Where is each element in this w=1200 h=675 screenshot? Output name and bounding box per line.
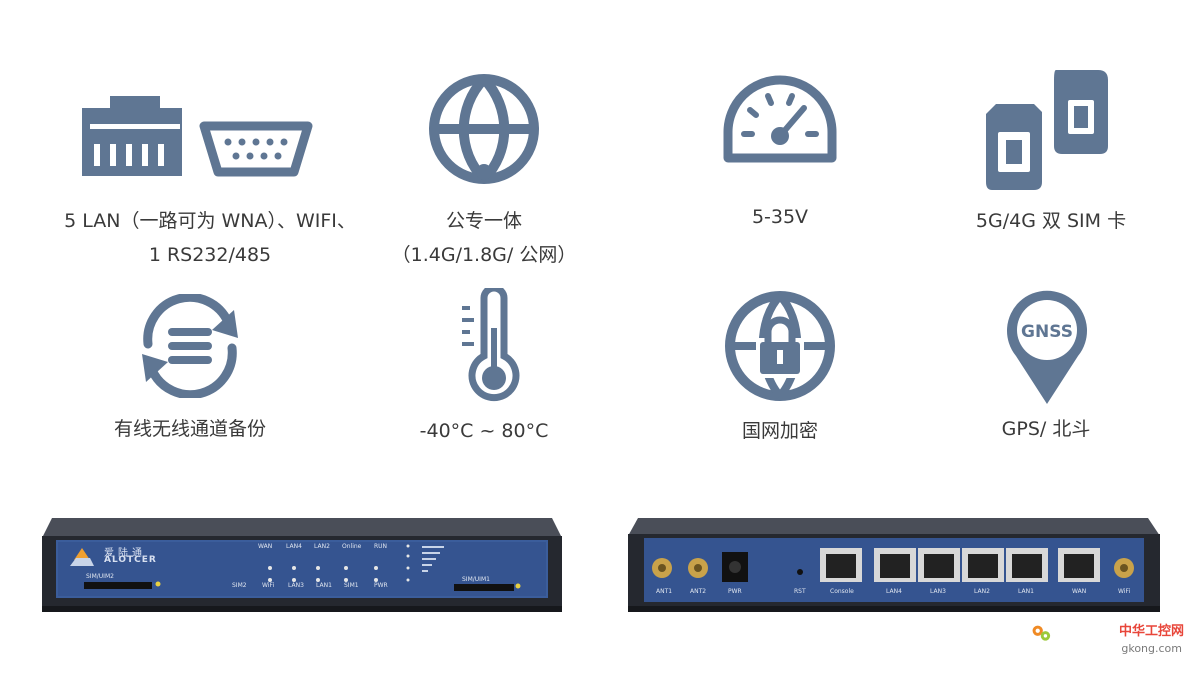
secure-globe-lock-icon	[725, 291, 835, 401]
gnss-pin-icon: GNSS	[1007, 290, 1087, 404]
rear-label-wifi: WiFi	[1118, 588, 1131, 595]
led-lan2: LAN2	[314, 543, 330, 550]
feature-label-sim: 5G/4G 双 SIM 卡	[975, 210, 1127, 232]
rear-label-lan4: LAN4	[886, 588, 902, 595]
front-brand-cn: 爱陆通	[104, 548, 146, 559]
front-sim-right-label: SIM/UIM1	[462, 576, 490, 583]
led-lan1: LAN1	[316, 582, 332, 589]
rear-label-lan3: LAN3	[930, 588, 946, 595]
router-rear-view	[628, 518, 1160, 612]
globe-icon	[429, 74, 539, 184]
sim-card-icon	[986, 70, 1108, 190]
rj45-port-icon	[82, 96, 182, 176]
rear-label-wan: WAN	[1072, 588, 1087, 595]
serial-port-icon	[199, 121, 313, 177]
led-sim2: SIM2	[232, 582, 247, 589]
feature-label-temperature: -40°C ~ 80°C	[419, 420, 549, 442]
rear-label-lan1: LAN1	[1018, 588, 1034, 595]
rear-label-lan2: LAN2	[974, 588, 990, 595]
feature-label-voltage: 5-35V	[751, 206, 809, 228]
feature-label-gps: GPS/ 北斗	[1001, 418, 1091, 440]
led-wifi: WiFi	[262, 582, 275, 589]
gkong-gear-logo-icon	[1032, 625, 1051, 641]
thermometer-icon	[462, 288, 520, 402]
feature-label-backup: 有线无线通道备份	[113, 418, 266, 440]
sync-backup-icon	[142, 294, 238, 398]
led-online: Online	[342, 543, 362, 550]
rear-label-ant1: ANT1	[656, 588, 673, 595]
led-pwr: PWR	[374, 582, 388, 589]
led-run: RUN	[374, 543, 388, 550]
led-lan4: LAN4	[286, 543, 302, 550]
led-sim1: SIM1	[344, 582, 359, 589]
rear-label-ant2: ANT2	[690, 588, 707, 595]
rear-label-rst: RST	[794, 588, 806, 595]
svg-text:GNSS: GNSS	[1021, 322, 1073, 342]
feature-label-encryption: 国网加密	[741, 420, 818, 442]
rear-label-pwr: PWR	[728, 588, 742, 595]
watermark-url: gkong.com	[1121, 642, 1182, 655]
led-lan3: LAN3	[288, 582, 304, 589]
feature-label-ports: 5 LAN（一路可为 WNA）、WIFI、 1 RS232/485	[64, 210, 356, 266]
speedometer-icon	[723, 75, 837, 163]
led-wan: WAN	[258, 543, 273, 550]
front-brand-en: ALOTCER	[104, 555, 157, 565]
feature-label-network: 公专一体 （1.4G/1.8G/ 公网）	[391, 210, 577, 266]
rear-label-console: Console	[830, 588, 854, 595]
front-sim-left-label: SIM/UIM2	[86, 573, 114, 580]
router-front-view	[42, 518, 562, 612]
watermark-title: 中华工控网	[1118, 624, 1184, 639]
